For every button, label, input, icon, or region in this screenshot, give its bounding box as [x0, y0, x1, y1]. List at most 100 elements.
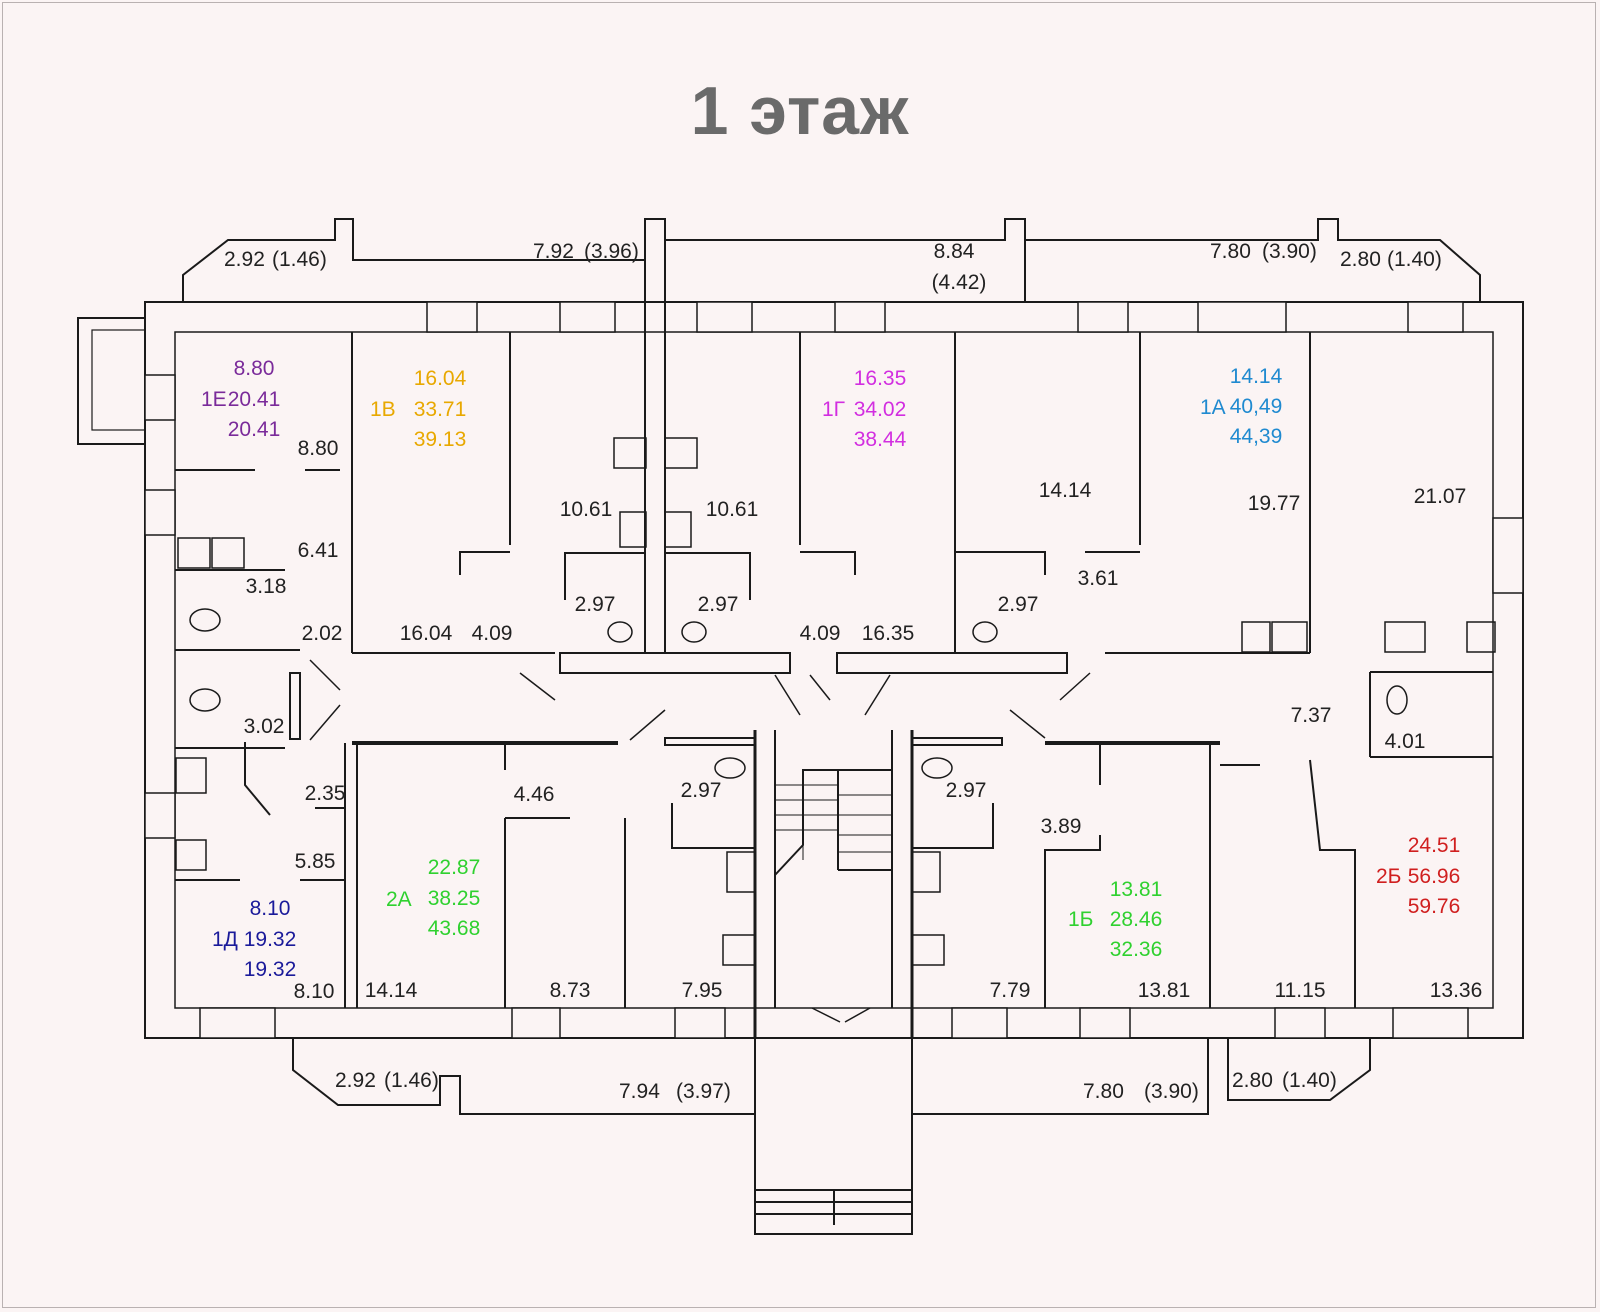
room-area: 8.80 [298, 437, 339, 460]
living-area: 13.81 [1110, 878, 1163, 901]
stove-icon [722, 934, 756, 966]
partition [564, 552, 645, 600]
window [1197, 301, 1287, 333]
apartment-1a: 14.14 1А 40,49 44,39 [1200, 365, 1283, 448]
stove-icon [175, 839, 207, 871]
apartment-1d: 8.10 1Д 19.32 19.32 [212, 897, 296, 981]
toilet-icon [189, 688, 221, 712]
balcony-area: 7.92 [533, 240, 574, 263]
room-area: 8.73 [550, 979, 591, 1002]
apartment-code: 1Б [1068, 908, 1093, 931]
partition [664, 737, 756, 746]
room-area: 21.07 [1414, 485, 1467, 508]
window [199, 1007, 276, 1039]
room-area: 7.95 [682, 979, 723, 1002]
balcony-area: 8.84 [934, 240, 975, 263]
balcony-reduced: (1.46) [384, 1069, 439, 1092]
room-area: 3.89 [1041, 815, 1082, 838]
room-area-labels: 8.80 6.41 3.18 2.02 3.02 2.35 5.85 8.10 … [244, 437, 1483, 1003]
toilet-icon [1386, 685, 1408, 715]
apartment-2a: 22.87 2А 38.25 43.68 [386, 856, 480, 940]
partition [912, 803, 994, 849]
balcony-top-left [182, 218, 666, 302]
balcony-reduced: (3.90) [1262, 240, 1317, 263]
stove-icon [664, 437, 698, 469]
window [696, 301, 753, 333]
partition [289, 672, 301, 740]
stove-icon [1466, 621, 1496, 653]
living-area: 8.80 [234, 357, 275, 380]
total-area: 34.02 [854, 398, 907, 421]
total-with-balcony: 32.36 [1110, 938, 1163, 961]
door-swing [811, 1007, 841, 1023]
apartment-1v: 16.04 1В 33.71 39.13 [370, 367, 467, 451]
sink-icon [1384, 621, 1426, 653]
window [834, 301, 886, 333]
door-swing [519, 672, 556, 701]
balcony-area: 2.92 [335, 1069, 376, 1092]
door-swing [1009, 709, 1046, 739]
room-area: 2.97 [575, 593, 616, 616]
outer-wall [144, 301, 1524, 1039]
corridor-wall [836, 652, 1068, 674]
total-with-balcony: 44,39 [1230, 425, 1283, 448]
apartment-1e: 8.80 1Е 20.41 20.41 [201, 357, 280, 441]
partition [800, 551, 856, 575]
window [951, 1007, 1008, 1039]
partition [1309, 759, 1356, 1008]
sink-icon [911, 851, 941, 893]
fixtures [175, 437, 1496, 966]
room-area: 6.41 [298, 539, 339, 562]
door-swing [774, 674, 801, 716]
room-area: 4.46 [514, 783, 555, 806]
partition [244, 742, 271, 816]
window [1392, 1007, 1469, 1039]
balcony-area: 7.80 [1083, 1080, 1124, 1103]
apartment-code: 1Е [201, 388, 227, 411]
balcony-reduced: (1.40) [1282, 1069, 1337, 1092]
window [1274, 1007, 1326, 1039]
room-area: 7.79 [990, 979, 1031, 1002]
toilet-icon [189, 608, 221, 632]
plan-walls [77, 218, 1524, 1235]
total-area: 38.25 [428, 887, 481, 910]
living-area: 16.35 [854, 367, 907, 390]
door-swing [844, 1007, 871, 1023]
partition [955, 551, 1046, 575]
balcony-reduced: (3.97) [676, 1080, 731, 1103]
apartment-code: 1А [1200, 396, 1226, 419]
balcony-area: 2.80 [1340, 248, 1381, 271]
room-area: 2.97 [681, 779, 722, 802]
door-swing [629, 709, 666, 741]
total-area: 28.46 [1110, 908, 1163, 931]
corridor-wall [559, 652, 791, 674]
toilet-icon [714, 757, 746, 779]
room-area: 4.09 [800, 622, 841, 645]
apartment-code: 2Б [1376, 865, 1401, 888]
room-area: 10.61 [706, 498, 759, 521]
partition [665, 552, 751, 600]
sink-icon [619, 511, 647, 548]
side-stair-inner [91, 329, 146, 431]
partition [671, 803, 755, 849]
partition [459, 551, 510, 575]
door-swing [309, 704, 341, 741]
window [559, 301, 616, 333]
sink-icon [175, 757, 207, 794]
entrance-porch [754, 1038, 913, 1235]
balcony-reduced: (3.96) [584, 240, 639, 263]
room-area: 16.04 [400, 622, 453, 645]
door-swing [864, 674, 891, 716]
room-area: 3.18 [246, 575, 287, 598]
stove-icon [211, 537, 245, 569]
total-area: 40,49 [1230, 395, 1283, 418]
room-area: 2.97 [698, 593, 739, 616]
sink-icon [177, 537, 211, 569]
living-area: 16.04 [414, 367, 467, 390]
apartment-code: 1Г [822, 398, 845, 421]
room-area: 8.10 [294, 980, 335, 1003]
room-area: 13.36 [1430, 979, 1483, 1002]
total-with-balcony: 38.44 [854, 428, 907, 451]
